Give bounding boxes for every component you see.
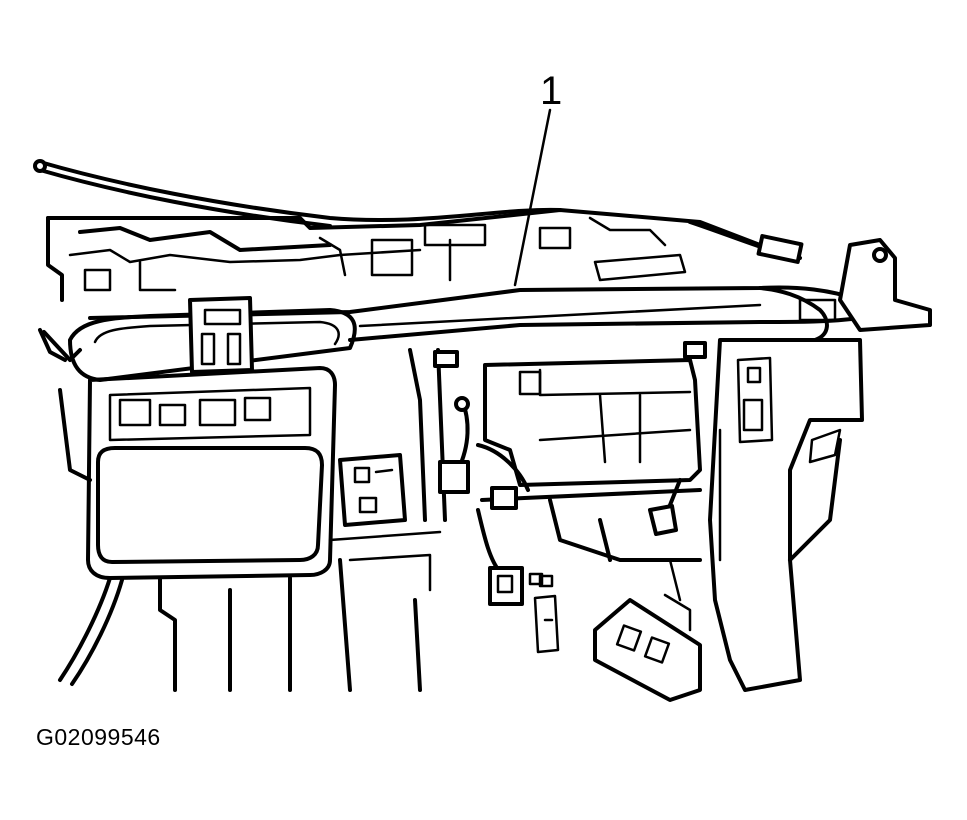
- right-pillar: [708, 338, 864, 692]
- callout-1: 1: [513, 69, 562, 287]
- small-connector: [648, 478, 682, 536]
- left-hose: [58, 576, 124, 686]
- lower-right-box: [593, 593, 702, 702]
- wiring-harness: [438, 396, 702, 606]
- figure-id: G02099546: [36, 724, 161, 750]
- callout-label: 1: [540, 69, 562, 113]
- small-bracket: [528, 572, 560, 654]
- center-stack: [38, 328, 337, 580]
- dash-support-bar: [88, 238, 932, 342]
- upper-cable: [33, 159, 562, 228]
- right-cable: [688, 220, 804, 264]
- lower-brackets: [158, 530, 442, 692]
- passenger-module: [483, 341, 707, 487]
- center-panel: [338, 348, 459, 527]
- left-vent: [42, 296, 357, 382]
- upper-dash-structure: [46, 208, 762, 302]
- lower-frame: [548, 498, 702, 602]
